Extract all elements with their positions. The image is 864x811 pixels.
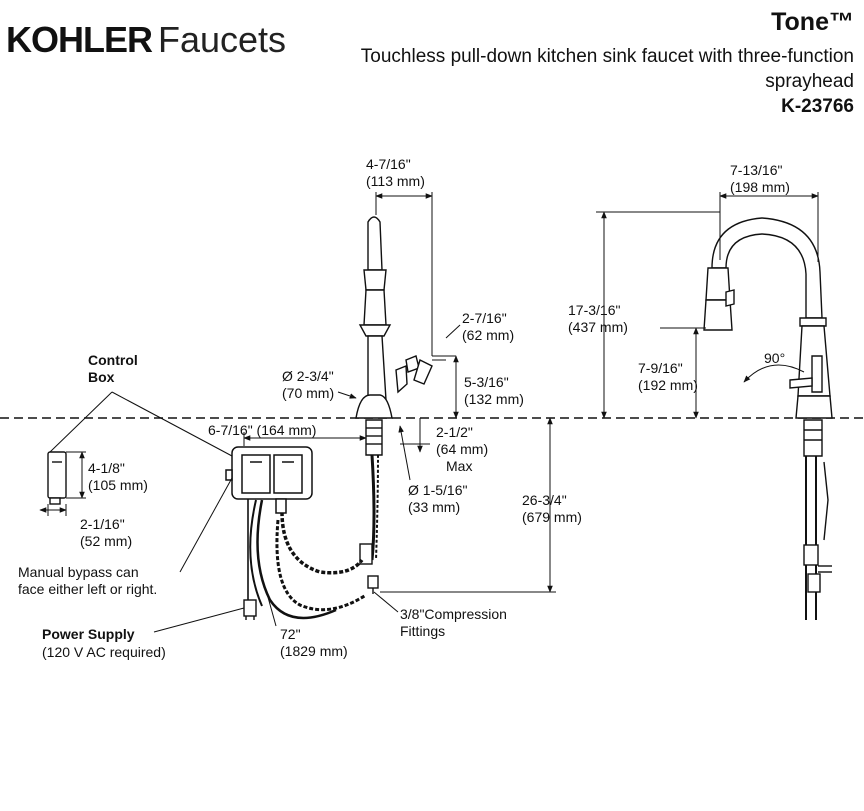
- hoses: [247, 498, 367, 620]
- fittings-label: 3/8"Compression Fittings: [400, 606, 507, 639]
- product-title: Tone™: [771, 8, 854, 36]
- brand-name: KOHLER: [6, 19, 153, 60]
- product-description: Touchless pull-down kitchen sink faucet …: [360, 46, 854, 92]
- box-height-label: 4-1/8" (105 mm): [88, 460, 148, 493]
- model-number: K-23766: [781, 96, 854, 117]
- cable-length-label: 72" (1829 mm): [280, 626, 348, 659]
- control-box-label: Control Box: [88, 352, 138, 385]
- handle-height-label: 5-3/16" (132 mm): [464, 374, 524, 407]
- box-depth-label: 2-1/16" (52 mm): [80, 516, 133, 549]
- bypass-note: Manual bypass can face either left or ri…: [18, 564, 158, 597]
- handle-angle-label: 90°: [764, 350, 786, 366]
- power-supply-label: Power Supply: [42, 626, 135, 642]
- side-faucet: [703, 217, 833, 620]
- shank-diameter-label: Ø 1-5/16" (33 mm): [408, 482, 468, 515]
- base-diameter-label: Ø 2-3/4" (70 mm): [282, 368, 335, 401]
- overall-height-label: 17-3/16" (437 mm): [568, 302, 628, 335]
- handle-width-label: 2-7/16" (62 mm): [462, 310, 515, 343]
- spout-reach-label: 4-7/16" (113 mm): [366, 156, 425, 189]
- power-plug: [243, 599, 257, 620]
- control-box-side: [47, 451, 67, 505]
- under-deck-length-label: 26-3/4" (679 mm): [522, 492, 582, 525]
- deck-thickness-label: 2-1/2" (64 mm) Max: [436, 424, 489, 474]
- control-box: [225, 446, 313, 514]
- front-faucet: [355, 216, 433, 594]
- spout-height-label: 7-9/16" (192 mm): [638, 360, 698, 393]
- brand-suffix: Faucets: [158, 19, 287, 60]
- box-offset-label: 6-7/16" (164 mm): [208, 422, 317, 438]
- side-spout-reach-label: 7-13/16" (198 mm): [730, 162, 790, 195]
- power-supply-note: (120 V AC required): [42, 644, 166, 660]
- dimension-lines: [39, 192, 819, 633]
